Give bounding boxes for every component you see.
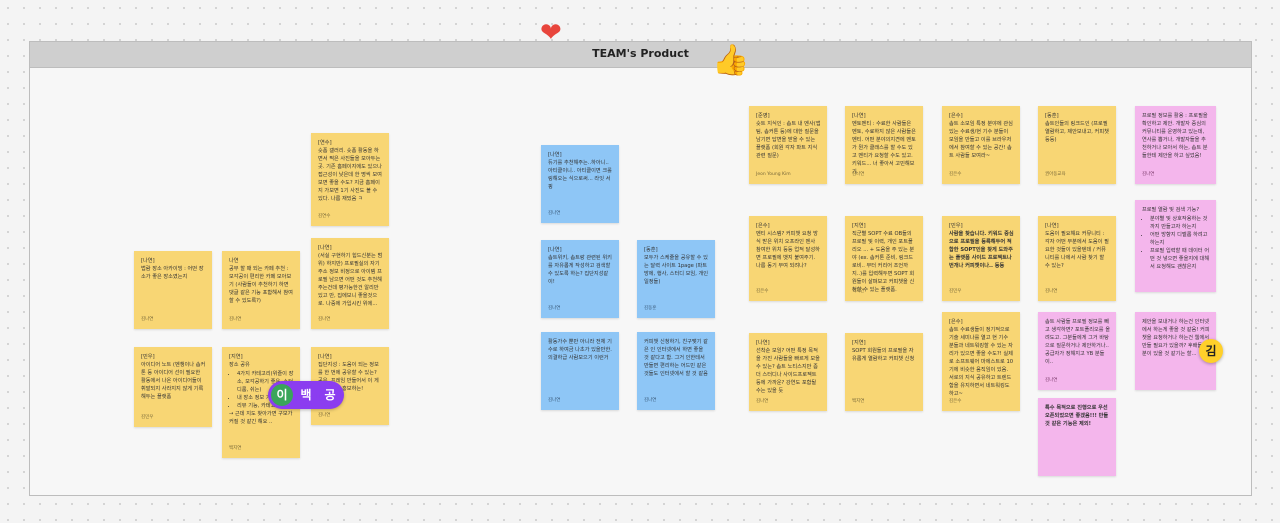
frame-title: TEAM's Product — [592, 47, 689, 60]
collaborator-cursors[interactable]: 이 백 공 — [268, 381, 344, 409]
collaborator-avatar[interactable]: 공 — [319, 384, 341, 406]
collaborator-avatar[interactable]: 이 — [271, 384, 293, 406]
sticky-note[interactable]: 특수 목적으로 진행으로 우선 오픈되었으면 좋겠음!!! 만들 것 같은 기능… — [1038, 398, 1116, 476]
sticky-note[interactable]: [은수] 솝트 소모임 특정 분야에 관심있는 수료생/현 기수 분들이 모임을… — [942, 106, 1020, 184]
sticky-note[interactable]: [나연] 듀기를 추천해주는..하아니.. 아티클이니.. 아티클이면 크롤링해… — [541, 145, 619, 223]
frame-header[interactable]: TEAM's Product — [30, 42, 1251, 68]
sticky-note[interactable]: [은수] 솝트 수료생들이 정기적으로 기술 세미나를 열고 현 기수 분들과 … — [942, 312, 1020, 411]
sticky-note[interactable]: [연수] 숏폼 갤러리. 숏폼 활동을 하면서 찍은 사진들을 모아두는 곳. … — [311, 133, 389, 226]
sticky-note[interactable]: 프로필 정보를 활용 : 프로필을 확인하고 제안. 개발자 중심의 커뮤니티를… — [1135, 106, 1216, 184]
thumbs-up-icon: 👍 — [712, 43, 750, 78]
sticky-note[interactable]: 나연 공부 할 때 되는 카페 추천 : 모각공이 편리한 카페 모아보기 (사… — [222, 251, 300, 329]
sticky-note[interactable]: [민우] 아이디어 노트 (벤챙이나 솝커톤 등 아이디어 선이 필요한 활동에… — [134, 347, 212, 427]
sticky-note[interactable]: [동훈] 모두가 스케줄을 공유할 수 있는 달력 사이트 1page (파트방… — [637, 240, 715, 318]
sticky-note[interactable]: [준영] 숏트 지식인 : 솝트 내 멘사(앱팀, 솝커톤 등)에 대한 질문을… — [749, 106, 827, 184]
sticky-note[interactable]: [나연] 멘토멘티 : 수료한 사람들은 멘토, 수료하지 않은 사람들은 멘티… — [845, 106, 923, 184]
collaborator-avatar[interactable]: 김 — [1199, 339, 1223, 363]
sticky-note[interactable]: [나연] 법람 장소 아카이빙 : 어떤 장소가 좋은 장소였는지 김나연 — [134, 251, 212, 329]
sticky-note[interactable]: 프로필 열람 및 검색 기능? 분야별 및 상호작용하는 것까지 만들고자 하는… — [1135, 200, 1216, 292]
sticky-note[interactable]: [나연] 선착순 모임? 어떤 특정 목적을 가진 사람들을 빠르게 모을 수 … — [749, 333, 827, 411]
sticky-note[interactable]: [동훈] 솝트인들의 링크드인 (프로필 열람하고, 제안보내고, 커피챗 등등… — [1038, 106, 1116, 184]
heart-icon: ❤ — [540, 18, 562, 48]
sticky-note[interactable]: [나연] 솝트위키, 솝트랑 관련된 위키를 자유롭게 작성하고 검색할 수 있… — [541, 240, 619, 318]
sticky-note[interactable]: 솝트 사람들 프로필 정보를 빼고 생각하면? 포트폴리오를 올려도고. 그분들… — [1038, 312, 1116, 390]
sticky-note[interactable]: 활동가수 뿐만 아니라 전체 기수로 하여금 나초가 있을만한. 의결하급 사람… — [541, 332, 619, 410]
sticky-note[interactable]: [나연] 도움이 필요해요 커뮤니티 : 각자 어떤 부분에서 도움이 필요한 … — [1038, 216, 1116, 301]
sticky-note[interactable]: 커피챗 신청하기, 친구맺기 같은 인 인터넷에서 하면 좋을 것 같다고 함.… — [637, 332, 715, 410]
collaborator-avatar[interactable]: 백 — [295, 384, 317, 406]
sticky-note[interactable]: [은수] 멘티 시스템? 커피챗 요청 방식 받은 위치 오프라인 멘사 참여한… — [749, 216, 827, 301]
sticky-note[interactable]: [지연] SOPT 회원들의 프로필을 자유롭게 열람하고 커피챗 신청 백지연 — [845, 333, 923, 411]
sticky-note[interactable]: [민우] 사람을 찾습니다. 키워드 중심으로 프로필을 등록해두어 적합한 S… — [942, 216, 1020, 301]
sticky-note[interactable]: [나연] (서실 구현하기 힘드신분는 범위) 하지만) 프로필실의 자기주소 … — [311, 238, 389, 329]
sticky-note[interactable]: [지연] 직군별 SOPT 수료 OB들의 프로필 및 이력, 개인 포트폴리오… — [845, 216, 923, 301]
